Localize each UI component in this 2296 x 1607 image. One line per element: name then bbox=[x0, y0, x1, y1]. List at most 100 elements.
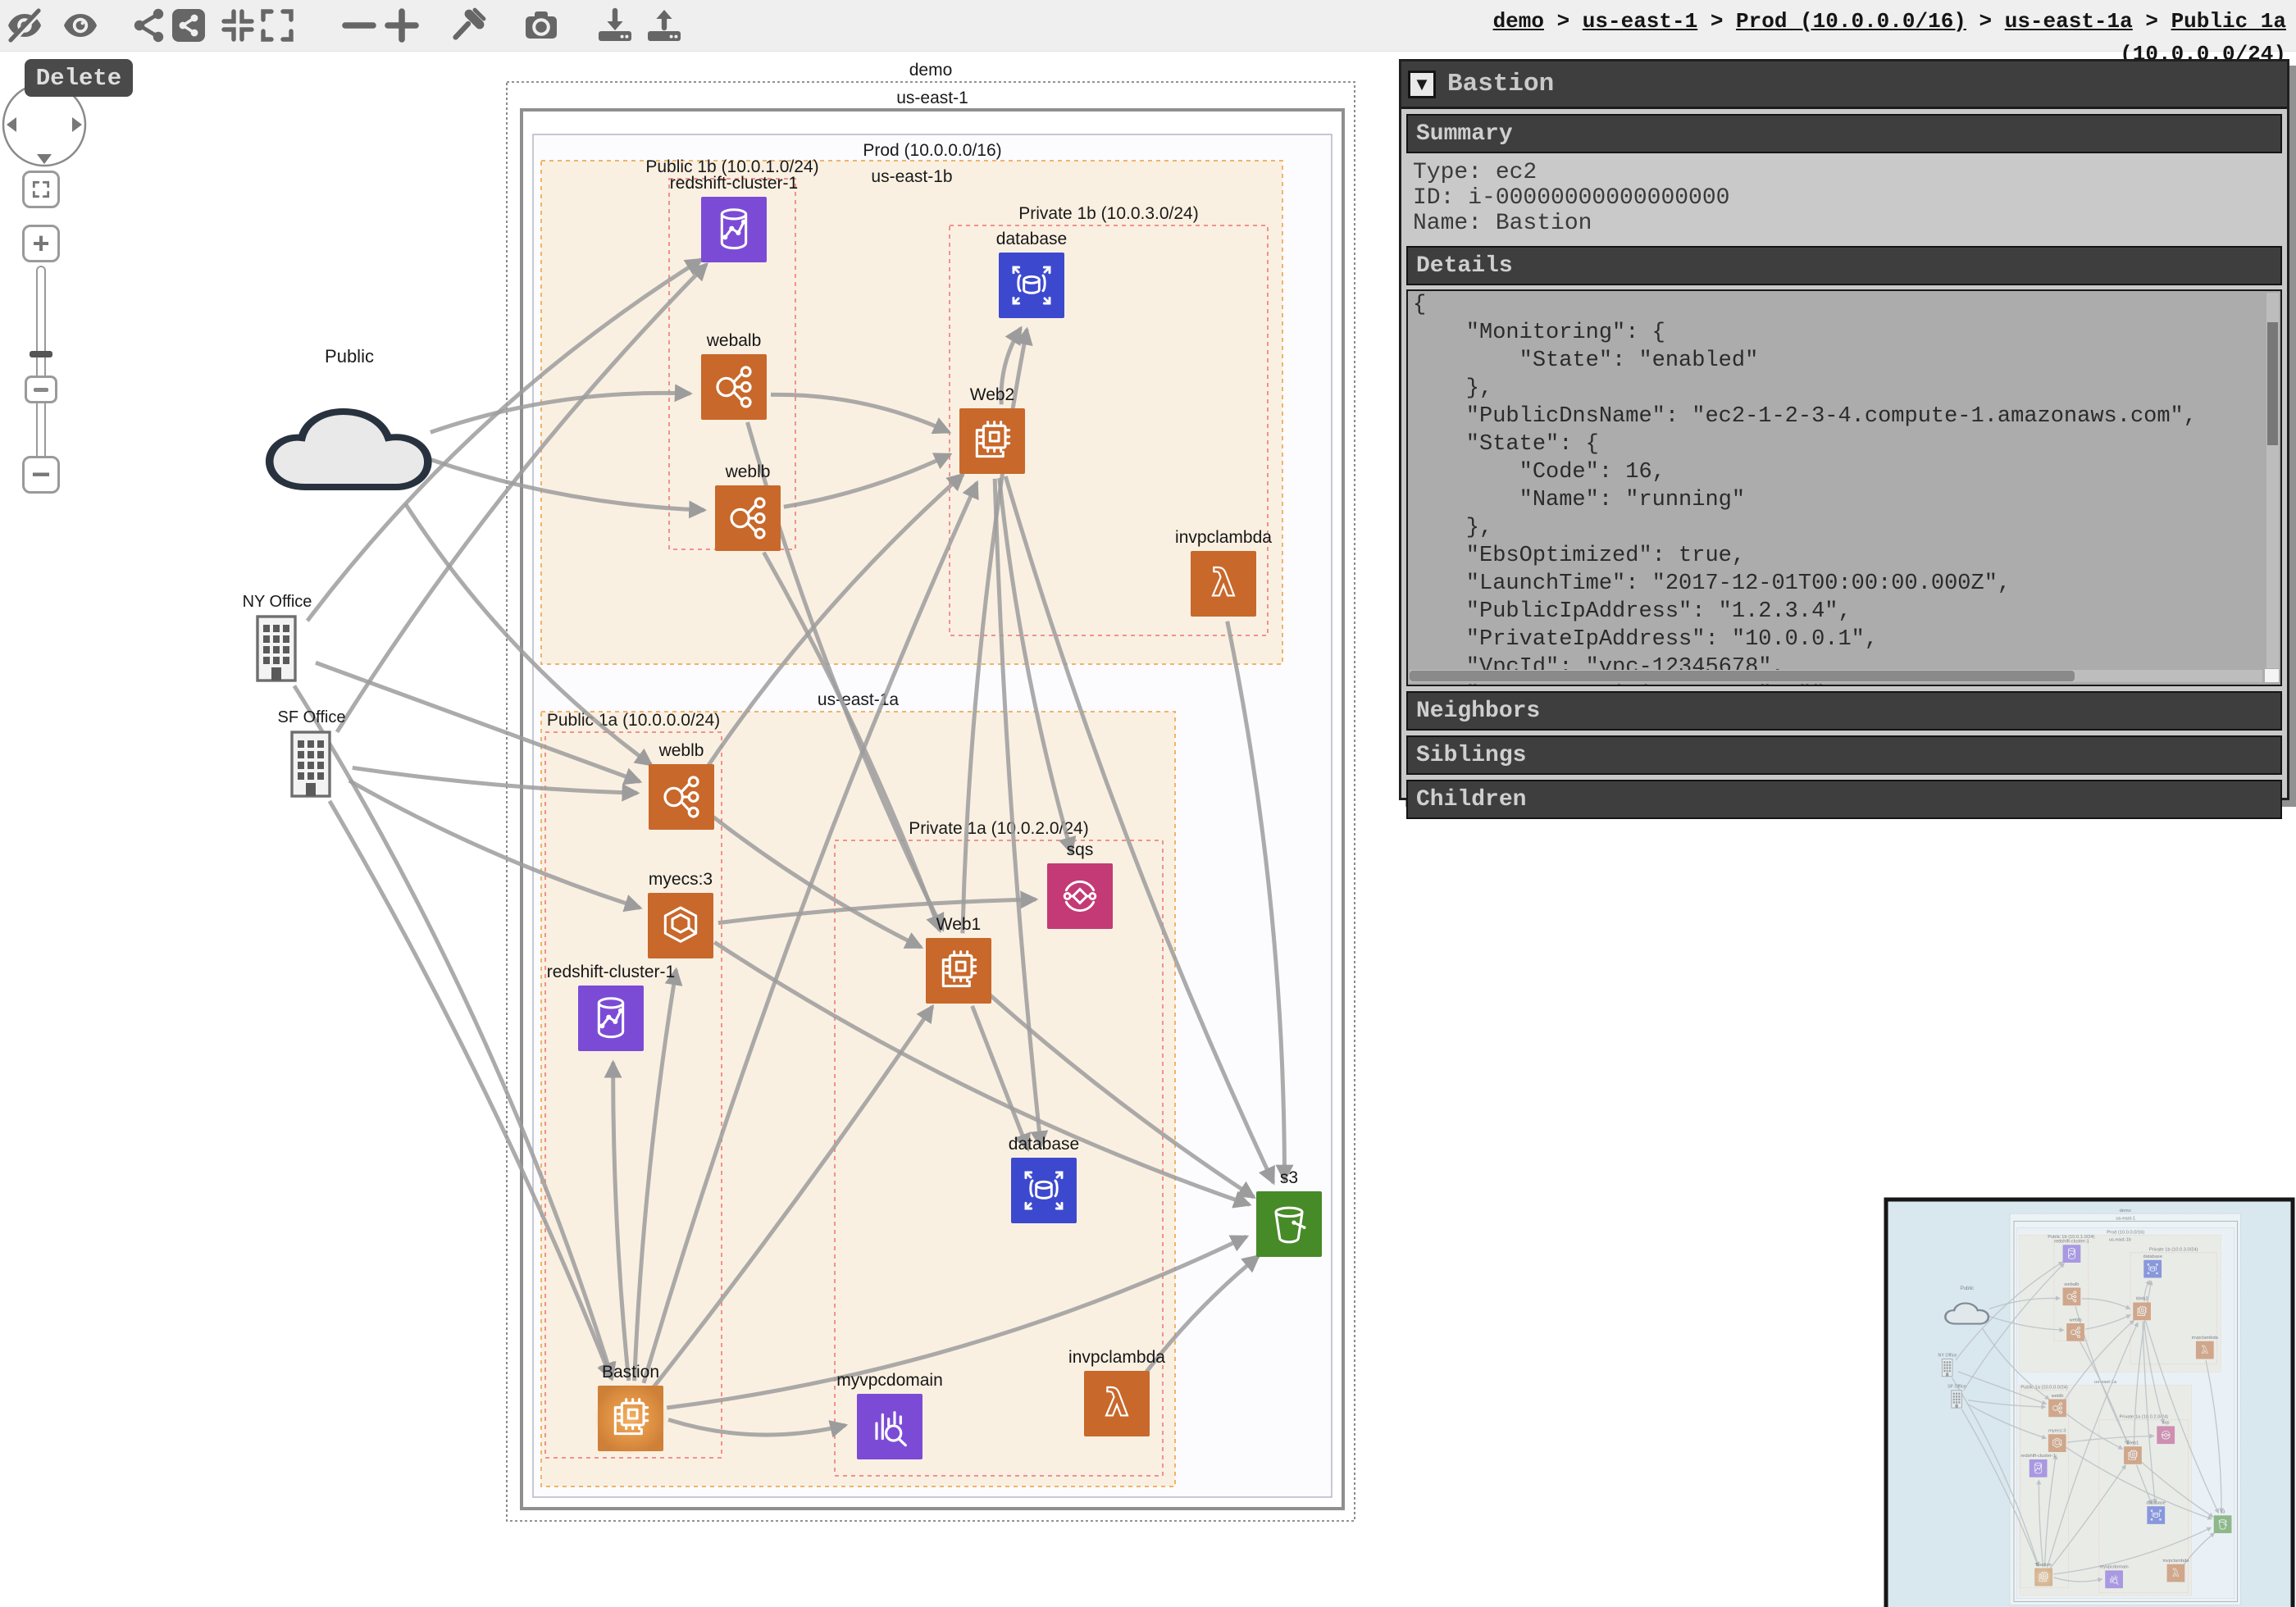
plus-icon[interactable] bbox=[382, 6, 421, 45]
breadcrumb-separator: > bbox=[2132, 9, 2171, 34]
vertical-scroll-thumb[interactable] bbox=[2267, 322, 2278, 445]
external-ny[interactable]: NY Office bbox=[243, 593, 312, 682]
gavel-icon[interactable] bbox=[448, 6, 487, 45]
node-redshift1a[interactable]: redshift-cluster-1 bbox=[2020, 1454, 2056, 1477]
pan-compass[interactable] bbox=[0, 79, 92, 171]
node-bastion[interactable]: Bastion bbox=[594, 1363, 667, 1454]
section-children[interactable]: Children bbox=[1406, 780, 2282, 819]
collapse-all-icon[interactable] bbox=[218, 6, 257, 45]
node-myecs[interactable]: myecs:3 bbox=[2048, 1428, 2066, 1452]
node-myvpcdomain[interactable]: myvpcdomain bbox=[836, 1371, 943, 1459]
summary-line: Name: Bastion bbox=[1413, 211, 1592, 236]
node-bastion[interactable]: Bastion bbox=[2034, 1563, 2054, 1587]
box-private1a[interactable] bbox=[834, 840, 1164, 1477]
collapse-icon[interactable]: ▼ bbox=[1408, 70, 1436, 98]
edge-bastion-web1 bbox=[651, 1004, 935, 1390]
public-cloud-icon bbox=[1944, 1302, 1990, 1325]
external-ny[interactable]: NY Office bbox=[1938, 1353, 1957, 1377]
box-label-public1a: Public 1a (10.0.0.0/24) bbox=[547, 711, 720, 730]
horizontal-scrollbar[interactable] bbox=[1410, 670, 2262, 682]
node-web1[interactable]: Web1 bbox=[926, 915, 991, 1004]
node-database1b[interactable]: database bbox=[996, 230, 1067, 318]
node-web1[interactable]: Web1 bbox=[2124, 1441, 2142, 1464]
breadcrumb-link[interactable]: demo bbox=[1492, 9, 1544, 34]
download-icon[interactable] bbox=[595, 6, 635, 45]
breadcrumb-link[interactable]: us-east-1a bbox=[2004, 9, 2133, 34]
node-database1b[interactable]: database bbox=[2143, 1254, 2162, 1278]
external-public[interactable]: Public bbox=[265, 346, 432, 490]
breadcrumb-link[interactable]: us-east-1 bbox=[1582, 9, 1698, 34]
node-s3[interactable]: s3 bbox=[1256, 1168, 1322, 1257]
node-myecs[interactable]: myecs:3 bbox=[648, 870, 713, 958]
section-details[interactable]: Details bbox=[1406, 246, 2282, 285]
node-weblb1b[interactable]: weblb bbox=[2066, 1318, 2084, 1341]
edge-ny-redshift1b bbox=[1955, 1261, 2064, 1361]
node-weblb1b[interactable]: weblb bbox=[715, 462, 781, 551]
share-icon[interactable] bbox=[130, 6, 169, 45]
edge-invpclambda1a-s3 bbox=[1141, 1254, 1261, 1378]
node-webalb[interactable]: webalb bbox=[701, 331, 767, 420]
lambda-icon: λ bbox=[1105, 1381, 1130, 1426]
section-siblings[interactable]: Siblings bbox=[1406, 735, 2282, 775]
section-neighbors[interactable]: Neighbors bbox=[1406, 691, 2282, 731]
zoom-slider-track[interactable] bbox=[36, 266, 46, 461]
node-web2[interactable]: Web2 bbox=[2133, 1297, 2151, 1321]
office-building-icon bbox=[1951, 1390, 1962, 1409]
expand-all-icon[interactable] bbox=[257, 6, 297, 45]
node-webalb[interactable]: webalb bbox=[2062, 1282, 2081, 1306]
node-myvpcdomain[interactable]: myvpcdomain bbox=[2100, 1565, 2129, 1589]
summary-line: Type: ec2 bbox=[1413, 160, 1538, 185]
minus-icon[interactable] bbox=[339, 6, 379, 45]
node-web2[interactable]: Web2 bbox=[959, 385, 1025, 474]
node-weblb1a[interactable]: weblb bbox=[2048, 1394, 2066, 1418]
panel-title-bar[interactable]: ▼ Bastion bbox=[1401, 61, 2287, 109]
box-label-public1a: Public 1a (10.0.0.0/24) bbox=[2020, 1386, 2067, 1391]
screenshot-icon[interactable] bbox=[522, 6, 561, 45]
node-sqs[interactable]: sqs bbox=[1047, 840, 1113, 929]
vertical-scrollbar[interactable] bbox=[2266, 293, 2279, 668]
redshift-icon bbox=[720, 208, 748, 250]
zoom-slider-handle[interactable] bbox=[25, 376, 57, 403]
rds-icon bbox=[2147, 1263, 2158, 1275]
box-private1b[interactable] bbox=[949, 225, 1269, 636]
box-label-az1b: us-east-1b bbox=[2109, 1237, 2131, 1242]
node-database1a[interactable]: database bbox=[2147, 1500, 2166, 1524]
node-label: invpclambda bbox=[1175, 528, 1272, 547]
node-weblb1a[interactable]: weblb bbox=[649, 741, 714, 830]
upload-icon[interactable] bbox=[645, 6, 684, 45]
svg-text:λ: λ bbox=[2173, 1568, 2180, 1579]
breadcrumb-link[interactable]: Prod (10.0.0.0/16) bbox=[1736, 9, 1966, 34]
edge-sf-weblb1a bbox=[352, 765, 640, 802]
box-private1b[interactable] bbox=[2130, 1252, 2217, 1365]
node-label: Web1 bbox=[2127, 1441, 2139, 1445]
external-sf[interactable]: SF Office bbox=[1947, 1385, 1966, 1409]
node-sqs[interactable]: sqs bbox=[2157, 1421, 2175, 1445]
zoom-default-tick bbox=[30, 351, 52, 357]
hide-icon[interactable] bbox=[5, 6, 44, 45]
zoom-out-button[interactable]: − bbox=[22, 456, 60, 494]
node-redshift1b[interactable]: redshift-cluster-1 bbox=[2054, 1240, 2089, 1263]
node-s3[interactable]: s3 bbox=[2213, 1509, 2232, 1533]
node-redshift1b[interactable]: redshift-cluster-1 bbox=[670, 174, 798, 262]
box-az1b[interactable] bbox=[540, 160, 1283, 665]
share-box-icon[interactable] bbox=[169, 6, 208, 45]
node-label: myvpcdomain bbox=[836, 1371, 943, 1390]
zoom-in-button[interactable]: + bbox=[22, 225, 60, 262]
show-icon[interactable] bbox=[61, 6, 100, 45]
node-redshift1a[interactable]: redshift-cluster-1 bbox=[547, 963, 675, 1051]
node-database1a[interactable]: database bbox=[1009, 1135, 1079, 1223]
node-label: weblb bbox=[725, 462, 771, 481]
external-public[interactable]: Public bbox=[1944, 1286, 1990, 1325]
external-sf[interactable]: SF Office bbox=[278, 708, 346, 798]
lambda-icon: λ bbox=[2202, 1344, 2209, 1356]
fit-view-button[interactable] bbox=[22, 171, 60, 208]
section-summary[interactable]: Summary bbox=[1406, 114, 2282, 153]
box-az1b[interactable] bbox=[2019, 1235, 2221, 1373]
horizontal-scroll-thumb[interactable] bbox=[1410, 671, 2075, 681]
